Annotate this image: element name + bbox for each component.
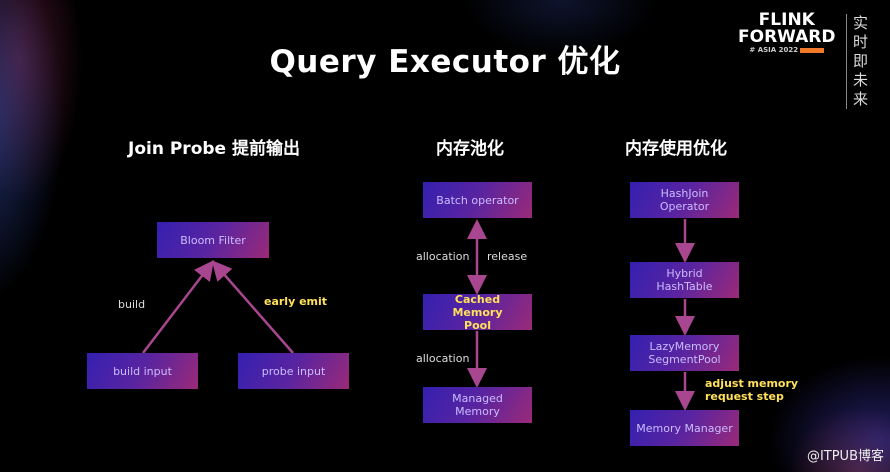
logo-sub: # ASIA 2022 (738, 46, 836, 55)
label-adjust-memory: adjust memory request step (705, 377, 799, 403)
heading-memory-usage: 内存使用优化 (625, 139, 727, 159)
heading-memory-pool: 内存池化 (436, 139, 504, 159)
watermark: @ITPUB博客 (806, 449, 884, 464)
box-build-input: build input (87, 353, 198, 389)
box-lazymemory-segmentpool: LazyMemory SegmentPool (630, 335, 739, 371)
box-managed-memory: Managed Memory (423, 387, 532, 423)
arrow-build (142, 260, 215, 354)
box-hashjoin-operator: HashJoin Operator (630, 182, 739, 218)
box-cached-memory-pool: Cached Memory Pool (423, 293, 532, 332)
logo-sub-text: # ASIA 2022 (749, 46, 799, 54)
slide-title: Query Executor 优化 (269, 44, 621, 80)
label-allocation: allocation (416, 250, 470, 263)
slogan: 实时即未来 (846, 14, 876, 109)
logo-line1: FLINK (758, 10, 815, 30)
box-hybrid-hashtable: Hybrid HashTable (630, 262, 739, 298)
box-memory-manager: Memory Manager (630, 410, 739, 446)
box-bloom-filter: Bloom Filter (157, 222, 269, 258)
logo-line2: FORWARD (738, 27, 836, 47)
box-probe-input: probe input (238, 353, 349, 389)
label-allocation-2: allocation (416, 352, 470, 365)
logo-badge (800, 47, 825, 53)
arrow-early-emit (211, 260, 294, 354)
box-batch-operator: Batch operator (423, 182, 532, 218)
label-build: build (118, 298, 146, 311)
label-early-emit: early emit (264, 295, 328, 308)
label-release: release (487, 250, 528, 263)
heading-join-probe: Join Probe 提前输出 (128, 139, 300, 159)
